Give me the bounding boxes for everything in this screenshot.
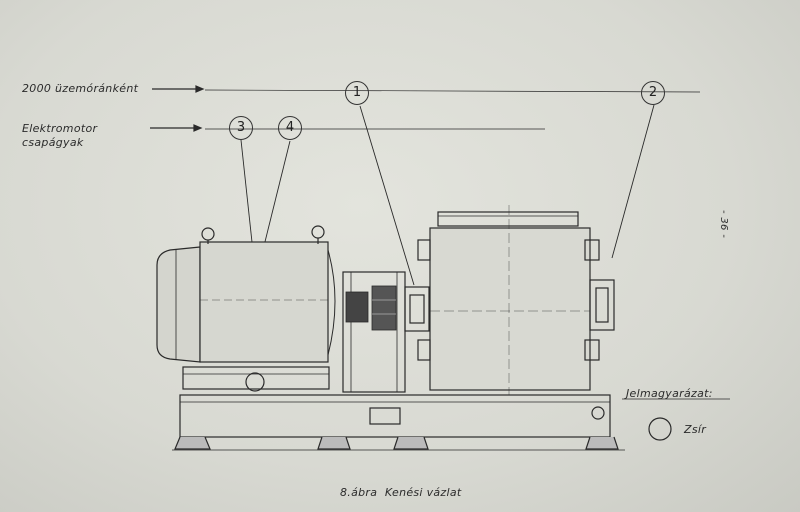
interval-arrow [152,85,205,93]
motor-label-line1: Elektromotor [22,122,98,135]
coupling [342,271,430,393]
callout-2: 2 [641,81,665,105]
electric-motor [156,225,336,363]
main-base [172,394,625,451]
motor-arrow [150,124,203,132]
callout-1: 1 [345,81,369,105]
legend-fat-label: Zsír [684,423,707,436]
interval-label: 2000 üzemóránként [22,82,139,95]
leader-line-2 [611,104,655,259]
fat-symbol [648,417,672,441]
interval-reference-line [204,89,701,93]
legend-title: Jelmagyarázat: [626,387,713,400]
leader-line-1 [359,105,415,286]
motor-base [182,366,330,392]
callout-4: 4 [278,116,302,140]
callout-3: 3 [229,116,253,140]
figure-caption: 8.ábra Kenési vázlat [340,486,462,499]
page-number: - 36 - [718,210,729,239]
motor-label-line2: csapágyak [22,136,84,149]
mixer-housing [417,205,615,395]
